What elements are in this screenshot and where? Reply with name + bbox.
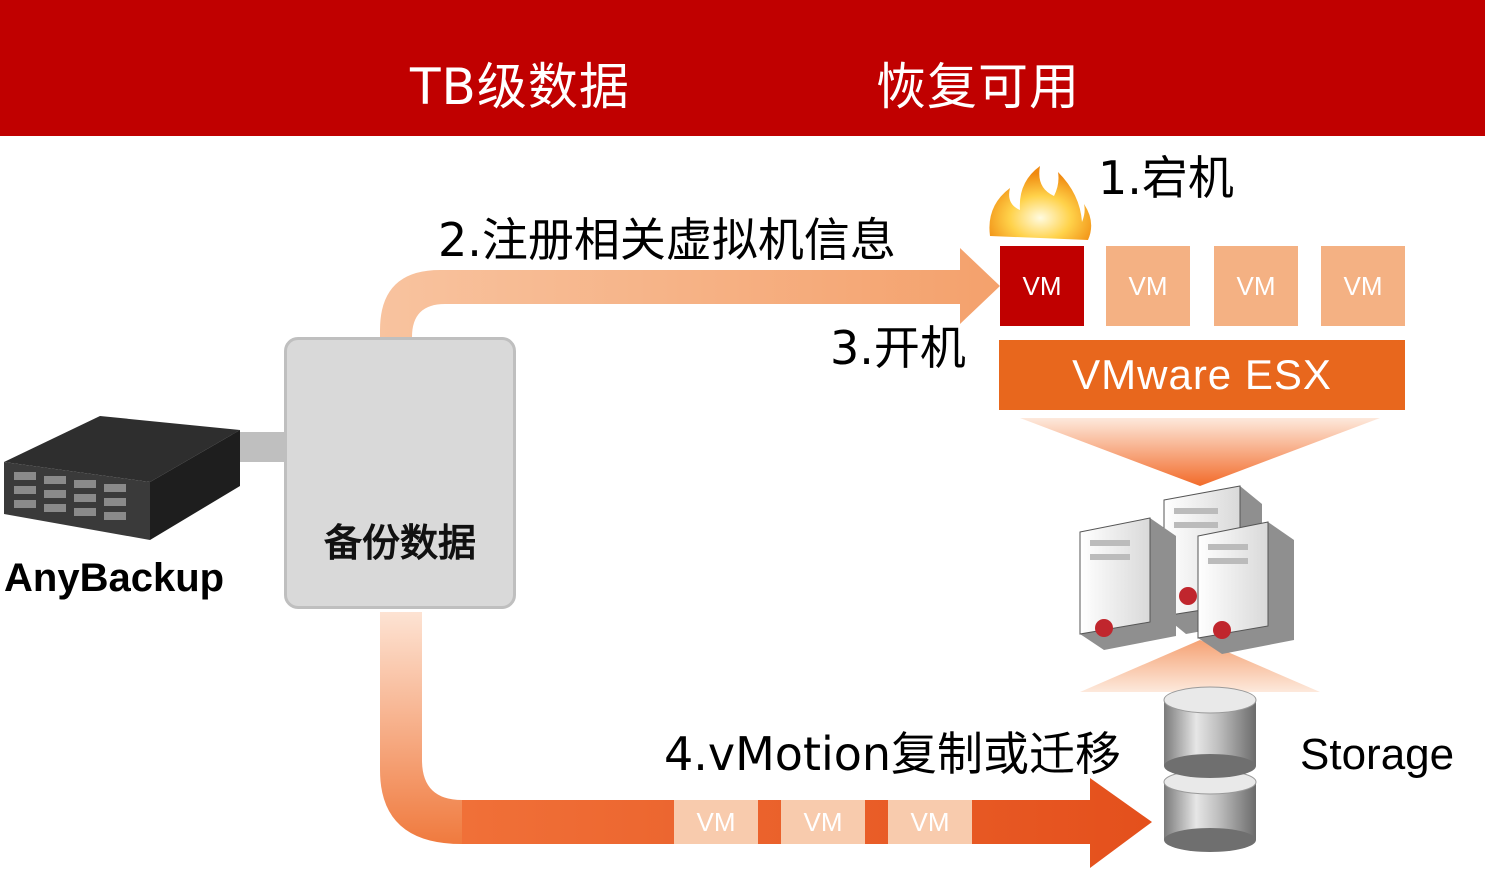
header-banner: TB级数据 恢复可用	[0, 0, 1485, 136]
step-migrate-label: 4.vMotion复制或迁移	[664, 727, 1122, 781]
vm-box: VM	[1214, 246, 1298, 326]
migrate-arrow-vertical	[380, 612, 462, 844]
storage-database-icon	[1163, 686, 1257, 852]
backup-data-box	[284, 337, 516, 609]
vm-migrating: VM	[781, 800, 865, 844]
vm-box: VM	[1106, 246, 1190, 326]
servers-icon	[1079, 485, 1294, 654]
step-crash-label: 1.宕机	[1098, 151, 1234, 205]
anybackup-server-icon	[4, 416, 240, 540]
vm-box: VM	[1321, 246, 1405, 326]
storage-fan	[1080, 640, 1320, 692]
esx-fan	[1020, 418, 1380, 486]
storage-label: Storage	[1300, 730, 1455, 779]
flame-icon	[989, 166, 1092, 240]
backup-data-label: 备份数据	[323, 521, 476, 565]
header-left-title: TB级数据	[410, 58, 630, 116]
vmware-esx-bar: VMware ESX	[999, 340, 1405, 410]
vm-crashed: VM	[1000, 246, 1084, 326]
anybackup-connector	[232, 432, 286, 462]
step-register-label: 2.注册相关虚拟机信息	[438, 213, 896, 267]
vm-migrating: VM	[674, 800, 758, 844]
register-arrow	[380, 248, 1000, 337]
vm-migrating: VM	[888, 800, 972, 844]
step-power-on-label: 3.开机	[830, 321, 966, 375]
header-right-title: 恢复可用	[876, 58, 1080, 116]
anybackup-label: AnyBackup	[4, 556, 225, 600]
